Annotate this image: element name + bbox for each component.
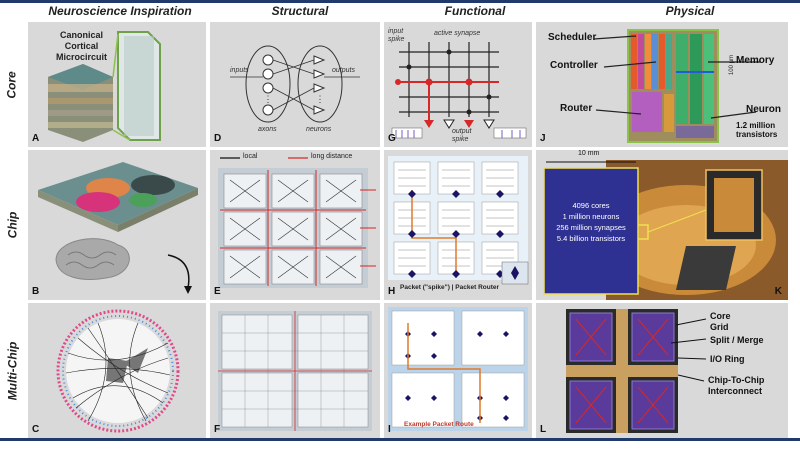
caption-example-route: Example Packet Route bbox=[404, 421, 474, 428]
row-label-core: Core bbox=[5, 70, 19, 99]
bottom-rule bbox=[0, 438, 800, 441]
chip-structure-grid bbox=[218, 157, 376, 288]
column-title-structural: Structural bbox=[271, 4, 329, 18]
row-label-chip: Chip bbox=[5, 211, 20, 239]
label-controller: Controller bbox=[550, 60, 598, 71]
label-router: Router bbox=[560, 103, 593, 114]
column-title-neuroscience: Neuroscience Inspiration bbox=[48, 4, 192, 18]
label-scale-mm: 10 mm bbox=[578, 150, 600, 157]
multichip-structure-grid bbox=[218, 311, 372, 431]
multichip-board bbox=[566, 309, 707, 433]
cortex-chip-illustration bbox=[38, 162, 198, 294]
panel-letter-i: I bbox=[388, 424, 391, 435]
caption-packet-router: Packet ("spike") | Packet Router bbox=[400, 284, 500, 291]
multichip-route bbox=[388, 307, 528, 431]
core-structure-diagram: ⋮ ⋮ bbox=[230, 45, 360, 123]
panel-letter-g: G bbox=[388, 133, 396, 144]
panel-letter-l: L bbox=[540, 424, 547, 435]
label-axons: axons bbox=[258, 126, 277, 133]
panel-a-title: Canonical Cortical Microcircuit bbox=[56, 30, 108, 62]
svg-text:⋮: ⋮ bbox=[316, 94, 325, 104]
panel-letter-h: H bbox=[388, 286, 396, 297]
panel-letter-f: F bbox=[214, 424, 221, 435]
label-io-ring: I/O Ring bbox=[710, 354, 745, 364]
panel-c: C bbox=[28, 303, 206, 438]
panel-e: local long distance E bbox=[210, 150, 380, 300]
panel-i: Example Packet Route I bbox=[384, 303, 532, 438]
label-neuron: Neuron bbox=[746, 104, 781, 115]
connectome-circle bbox=[56, 309, 180, 433]
label-scheduler: Scheduler bbox=[548, 32, 597, 43]
panel-letter-c: C bbox=[32, 424, 40, 435]
panel-h: Packet ("spike") | Packet Router H bbox=[384, 150, 532, 300]
label-inputs: inputs bbox=[230, 67, 249, 74]
label-outputs: outputs bbox=[332, 67, 355, 74]
panel-d: ⋮ ⋮ inputs outputs axons neurons D bbox=[210, 22, 380, 147]
panel-letter-e: E bbox=[214, 286, 221, 297]
column-title-functional: Functional bbox=[444, 4, 506, 18]
label-neurons: neurons bbox=[306, 126, 332, 133]
panel-letter-j: J bbox=[540, 133, 546, 144]
row-label-multichip: Multi-Chip bbox=[5, 341, 19, 400]
chip-router-mesh bbox=[388, 156, 529, 285]
label-memory: Memory bbox=[736, 55, 775, 66]
chip-die-wafer bbox=[543, 160, 788, 300]
chip-spec-text: 4096 cores 1 million neurons 256 million… bbox=[556, 201, 626, 243]
panel-letter-d: D bbox=[214, 133, 222, 144]
legend-long-distance: long distance bbox=[311, 153, 353, 160]
svg-text:⋮: ⋮ bbox=[264, 94, 273, 104]
panel-letter-b: B bbox=[32, 286, 40, 297]
column-title-physical: Physical bbox=[665, 4, 715, 18]
panel-letter-a: A bbox=[32, 133, 40, 144]
panel-b: B bbox=[28, 150, 206, 300]
crossbar-function-diagram bbox=[391, 42, 527, 139]
panel-k: 10 mm 4096 cores 1 million neurons 256 m… bbox=[536, 150, 788, 300]
legend-local: local bbox=[243, 153, 258, 160]
top-rule bbox=[0, 0, 800, 3]
panel-f: F bbox=[210, 303, 380, 438]
label-split-merge: Split / Merge bbox=[710, 335, 764, 345]
core-layout-die bbox=[593, 29, 761, 143]
label-scale-um: 100 µm bbox=[729, 54, 736, 76]
label-active-synapse: active synapse bbox=[434, 30, 481, 37]
panel-a: Canonical Cortical Microcircuit A bbox=[28, 22, 206, 147]
panel-letter-k: K bbox=[774, 286, 782, 297]
cortical-column-illustration bbox=[48, 31, 161, 142]
panel-j: Scheduler Controller Memory Router Neuro… bbox=[536, 22, 788, 147]
